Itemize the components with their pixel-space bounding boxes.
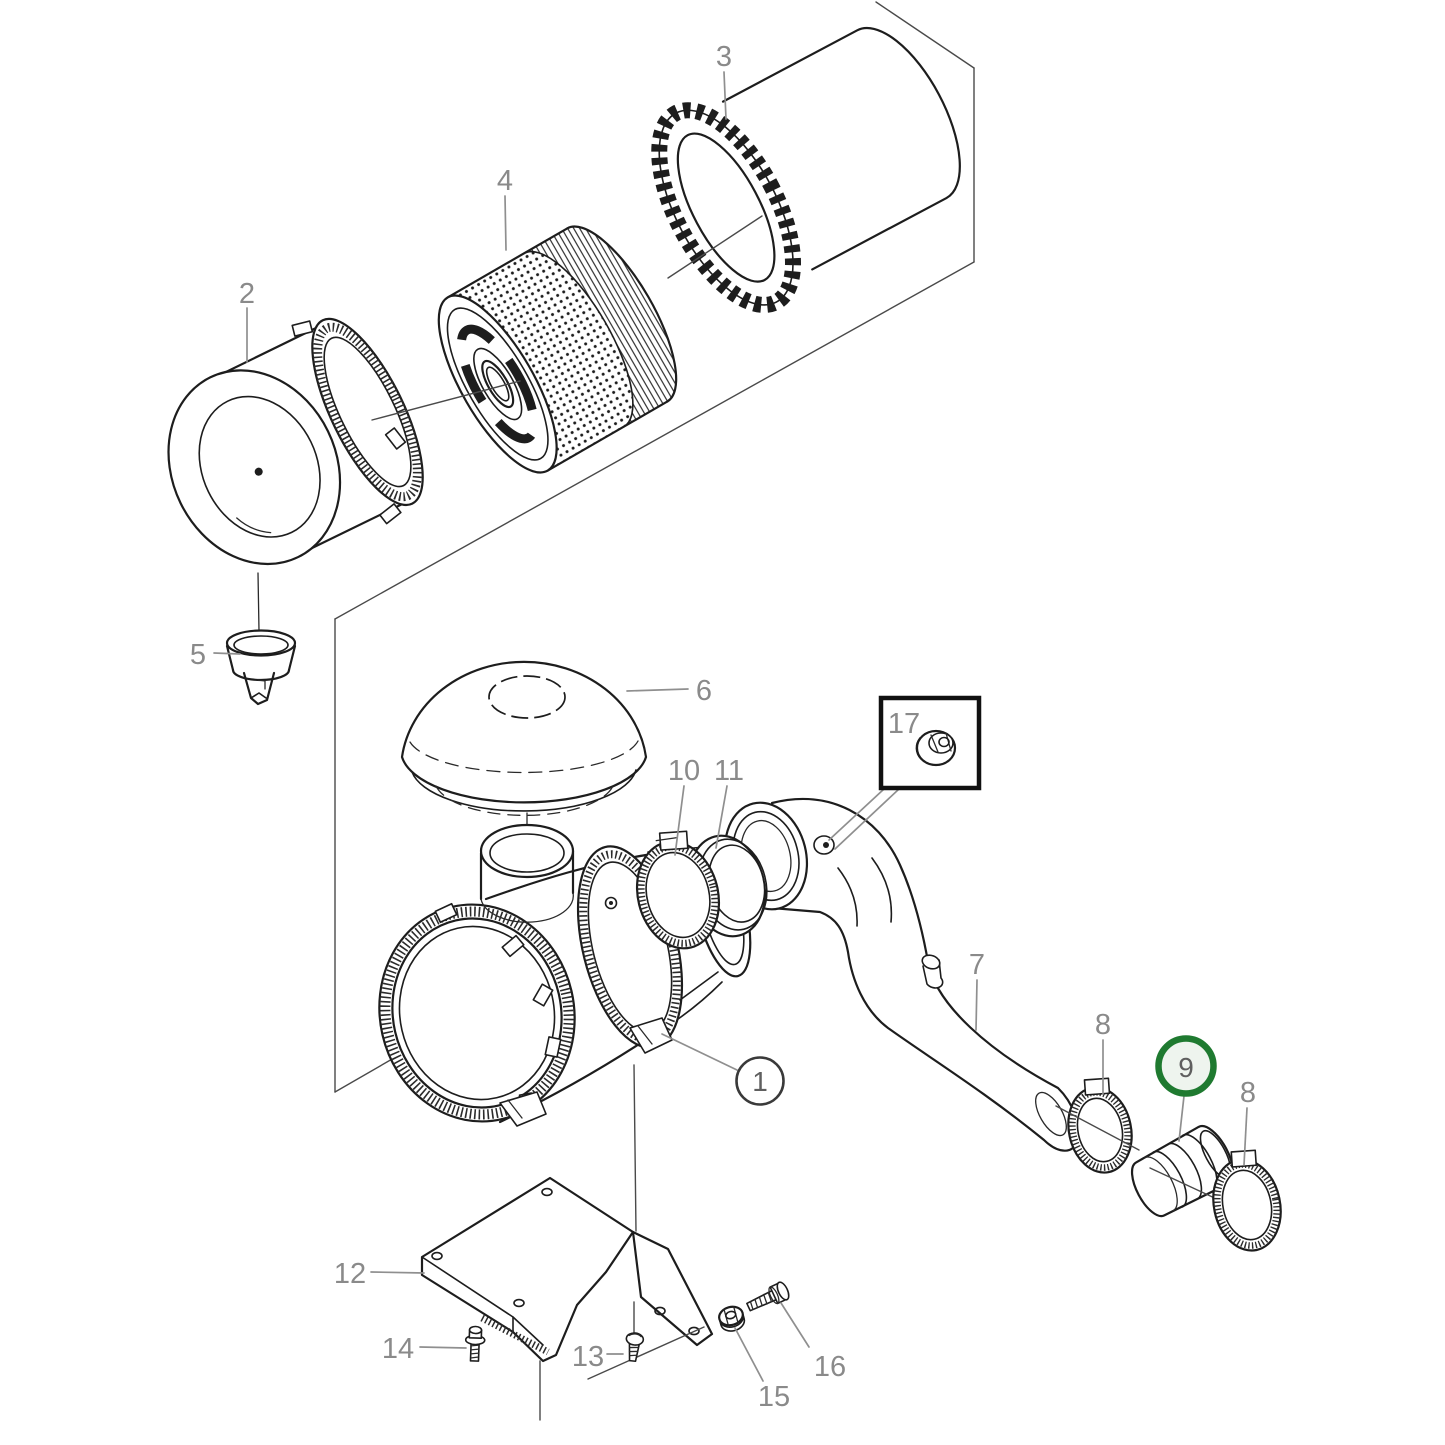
part-4-filter-element: [437, 225, 678, 474]
callout-13: 13: [572, 1341, 604, 1373]
part-15-nut: [718, 1305, 746, 1332]
callout-9: 9: [1178, 1052, 1194, 1083]
axis-line-clamp8-left: [1055, 1105, 1140, 1151]
part-2-housing-cover: [167, 317, 424, 566]
part-12-mounting-bracket: [420, 1176, 714, 1363]
part-14-screw: [464, 1325, 486, 1362]
callout-12: 12: [334, 1258, 366, 1290]
cap-nut-icon: [915, 729, 957, 767]
callout-16: 16: [814, 1351, 846, 1383]
part-10-hose-clamp: [635, 830, 721, 950]
callout-3: 3: [716, 41, 732, 73]
part-16-flange-bolt: [746, 1281, 790, 1312]
axis-line-part3: [667, 215, 763, 279]
callout-2: 2: [239, 278, 255, 310]
leader-lines: [213, 71, 1248, 1382]
callout-1: 1: [752, 1066, 768, 1097]
axis-line-bolt16: [587, 1326, 705, 1380]
callout-1-circle: 1: [735, 1056, 785, 1106]
callout-8-left: 8: [1095, 1009, 1111, 1041]
callout-15: 15: [758, 1381, 790, 1413]
callout-6: 6: [696, 675, 712, 707]
part-6-dome-lid: [400, 660, 648, 867]
part-8-hose-clamp-left: [1067, 1077, 1133, 1174]
alignment-line-housing-bracket: [633, 1064, 637, 1232]
callout-14: 14: [382, 1333, 414, 1365]
callout-17: 17: [888, 708, 920, 740]
part-5-drain-valve: [225, 572, 297, 706]
part-8-hose-clamp-right: [1212, 1149, 1282, 1252]
part-3-intake-grille: [651, 26, 961, 313]
axis-line-part4: [371, 380, 521, 421]
callout-labels: 2 3 4 5 6 7 8 8 10 11 12 13 14 15 16 17: [190, 41, 1256, 1413]
callout-8-right: 8: [1240, 1077, 1256, 1109]
callout-10: 10: [668, 755, 700, 787]
callout-11: 11: [714, 755, 744, 787]
callout-5: 5: [190, 639, 206, 671]
callout-4: 4: [497, 165, 513, 197]
callout-9-highlight-circle: 9: [1155, 1035, 1217, 1097]
callout-7: 7: [969, 949, 985, 981]
part-17-cap-nut-callout: [828, 695, 982, 850]
part-13-screw: [625, 1332, 645, 1363]
